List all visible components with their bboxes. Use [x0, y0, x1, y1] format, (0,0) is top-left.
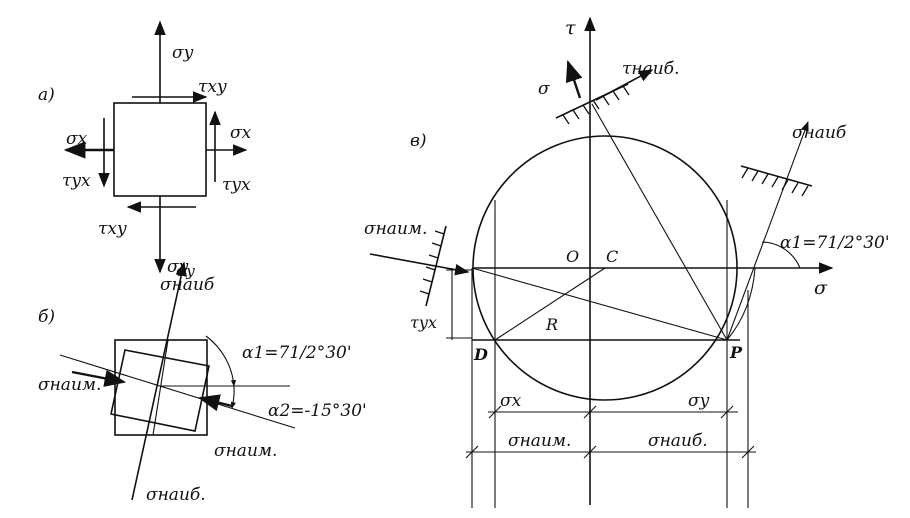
panel-b: б) σнаиб σy σнаиб. σнаим. σнаим. α1=71/2… [38, 261, 367, 505]
sigma-max-bottom-label: σнаиб. [146, 485, 206, 505]
sigma-max-plane [740, 165, 813, 187]
point-d-label: D [473, 345, 488, 364]
rotated-square [110, 349, 210, 432]
sigma-min-left-label: σнаим. [38, 375, 101, 395]
alpha1-arc-c [761, 241, 801, 269]
sigma-axis-label: σ [814, 277, 828, 299]
sigma-pole-label: σ [538, 79, 550, 99]
p-to-pole-line [591, 103, 728, 341]
tau-yx-left-label: τyx [62, 171, 91, 191]
sigma-min-plane-hatch [419, 230, 445, 295]
dim-row-2-tick-max [741, 445, 755, 459]
dim-row-2-tick-o [583, 445, 597, 459]
tau-xy-bottom-label: τxy [98, 219, 127, 239]
dim-sigma-x-label: σx [500, 391, 522, 411]
panel-b-label: б) [38, 307, 55, 327]
origin-label: O [566, 247, 579, 266]
tau-yx-right-label: τyx [222, 175, 251, 195]
dim-row-1-tick-o [583, 405, 597, 419]
sigma-min-right-arrow [197, 394, 233, 412]
dim-row-2-tick-min [465, 445, 479, 459]
sigma-max-plane-hatch [741, 167, 809, 197]
sigma-pole-arrow [565, 59, 583, 99]
alpha2-arc [230, 385, 236, 409]
panel-a: а) σy σy τxy τxy σx σx τyx τyx [38, 20, 252, 277]
tau-xy-top-label: τxy [198, 77, 227, 97]
tau-max-arrow [595, 69, 654, 101]
tau-max-plane-hatch [562, 85, 630, 125]
sigma-min-arrow [369, 253, 470, 276]
tau-axis-label: τ [565, 17, 576, 39]
alpha1-label-c: α1=71/2°30' [780, 233, 890, 253]
point-p-label: P [729, 343, 743, 362]
sigma-min-axis [59, 354, 296, 429]
dim-sigma-y-label: σy [688, 391, 710, 411]
sigma-min-label: σнаим. [364, 219, 427, 239]
panel-a-label: а) [38, 85, 55, 105]
center-label: C [606, 247, 618, 266]
radius-line [494, 267, 606, 341]
dim-row-1-tick-p [720, 405, 734, 419]
sigma-max-label: σнаиб [792, 123, 847, 143]
tau-max-label: τнаиб. [622, 59, 679, 79]
sigma-x-left-label: σx [66, 129, 88, 149]
dim-row-1-tick-d [488, 405, 502, 419]
tau-yx-label: τyx [410, 313, 437, 332]
p-to-sigma-min-line [471, 267, 728, 341]
sigma-max-top-label: σнаиб [160, 275, 215, 295]
sigma-min-right-label: σнаим. [214, 441, 277, 461]
alpha2-label: α2=-15°30' [268, 401, 367, 421]
sigma-y-direction [152, 339, 169, 436]
dim-sigma-min-label: σнаим. [508, 431, 571, 451]
sigma-max-direction [726, 121, 809, 341]
dim-sigma-max-label: σнаиб. [648, 431, 708, 451]
sigma-x-right-label: σx [230, 123, 252, 143]
alpha1-arc [205, 335, 237, 387]
right-arc [726, 267, 756, 341]
outer-square [114, 339, 208, 436]
panel-c-label: в) [410, 131, 427, 151]
alpha1-label: α1=71/2°30' [242, 343, 352, 363]
sigma-max-axis [131, 261, 187, 501]
sigma-min-left-arrow [71, 369, 127, 387]
panel-c: в) τ σ O C D P R σнаиб α1=71/2°30' [364, 16, 890, 508]
radius-label: R [545, 315, 558, 334]
element-square [113, 102, 207, 197]
sigma-y-label: σy [176, 262, 195, 280]
sigma-y-top-label: σy [172, 43, 194, 63]
